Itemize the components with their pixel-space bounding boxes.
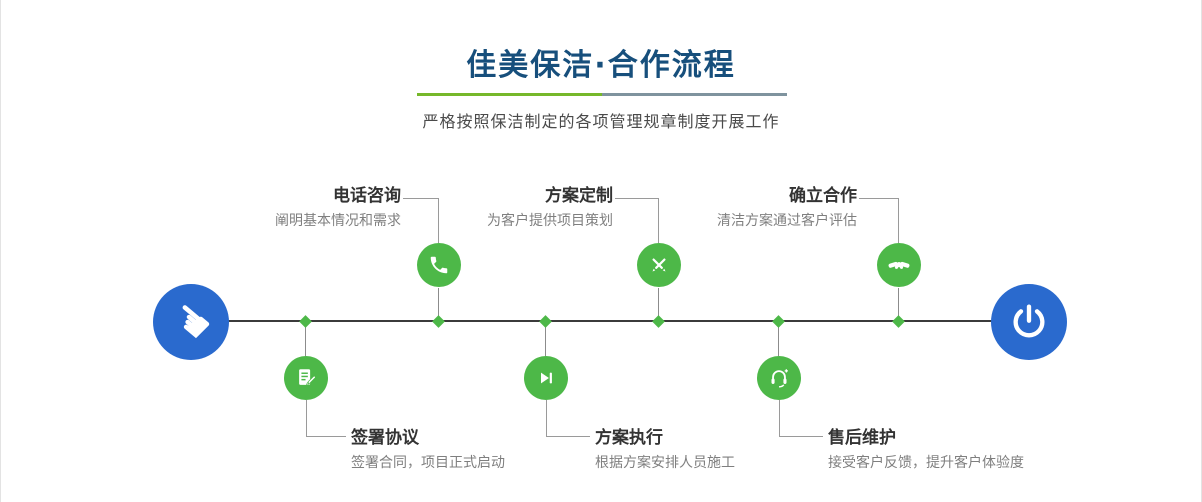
connector-line: [306, 400, 346, 437]
step-title: 售后维护: [828, 428, 896, 448]
stem-line: [305, 323, 306, 356]
step-label-design: 方案定制 为客户提供项目策划: [403, 186, 613, 230]
page-subtitle: 严格按照保洁制定的各项管理规章制度开展工作: [422, 112, 780, 131]
power-icon: [1013, 304, 1045, 338]
step-title: 确立合作: [789, 186, 857, 206]
divider-gray-segment: [602, 93, 787, 96]
divider-green-segment: [417, 93, 602, 96]
connector-line: [403, 198, 439, 243]
stem-line: [438, 288, 439, 321]
step-title: 电话咨询: [333, 186, 401, 206]
step-desc: 阐明基本情况和需求: [275, 213, 401, 229]
flow-start-node: ☚: [153, 284, 229, 360]
step-node-support: [757, 356, 801, 400]
phone-icon: [430, 256, 448, 274]
title-divider: [417, 93, 787, 96]
step-desc: 签署合同，项目正式启动: [351, 455, 505, 471]
step-label-cooperation: 确立合作 清洁方案通过客户评估: [647, 186, 857, 230]
connector-line: [546, 400, 590, 437]
play-step-icon: [541, 372, 552, 384]
step-desc: 接受客户反馈，提升客户体验度: [828, 455, 1024, 471]
step-desc: 清洁方案通过客户评估: [717, 213, 857, 229]
pencil-tools-icon: [652, 258, 666, 272]
step-node-execute: [524, 356, 568, 400]
step-desc: 为客户提供项目策划: [487, 213, 613, 229]
stem-line: [545, 323, 546, 356]
handshake-icon: [888, 261, 910, 269]
step-node-design: [637, 243, 681, 287]
timeline-diamond-marker: [892, 315, 905, 328]
contract-icon: [299, 369, 316, 386]
step-node-cooperation: [877, 243, 921, 287]
flow-end-node: [991, 284, 1067, 360]
timeline-diamond-marker: [772, 315, 785, 328]
page-title: 佳美保洁·合作流程: [466, 48, 736, 83]
timeline-diamond-marker: [652, 315, 665, 328]
step-title: 方案执行: [595, 428, 663, 448]
pointer-hand-icon: ☚: [159, 289, 223, 354]
stem-line: [778, 323, 779, 356]
step-label-contract: 签署协议 签署合同，项目正式启动: [351, 428, 591, 472]
headset-support-icon: [771, 369, 788, 388]
step-label-phone: 电话咨询 阐明基本情况和需求: [191, 186, 401, 230]
connector-line: [859, 198, 899, 243]
step-desc: 根据方案安排人员施工: [595, 455, 735, 471]
flow-timeline: [191, 320, 1031, 322]
step-node-phone: [417, 243, 461, 287]
stem-line: [658, 288, 659, 321]
connector-line: [779, 400, 823, 437]
connector-line: [615, 198, 659, 243]
timeline-diamond-marker: [539, 315, 552, 328]
timeline-diamond-marker: [432, 315, 445, 328]
step-label-support: 售后维护 接受客户反馈，提升客户体验度: [828, 428, 1068, 472]
timeline-diamond-marker: [299, 315, 312, 328]
step-label-execute: 方案执行 根据方案安排人员施工: [595, 428, 835, 472]
stem-line: [898, 288, 899, 321]
step-title: 方案定制: [545, 186, 613, 206]
step-title: 签署协议: [351, 428, 419, 448]
step-node-contract: [284, 356, 328, 400]
